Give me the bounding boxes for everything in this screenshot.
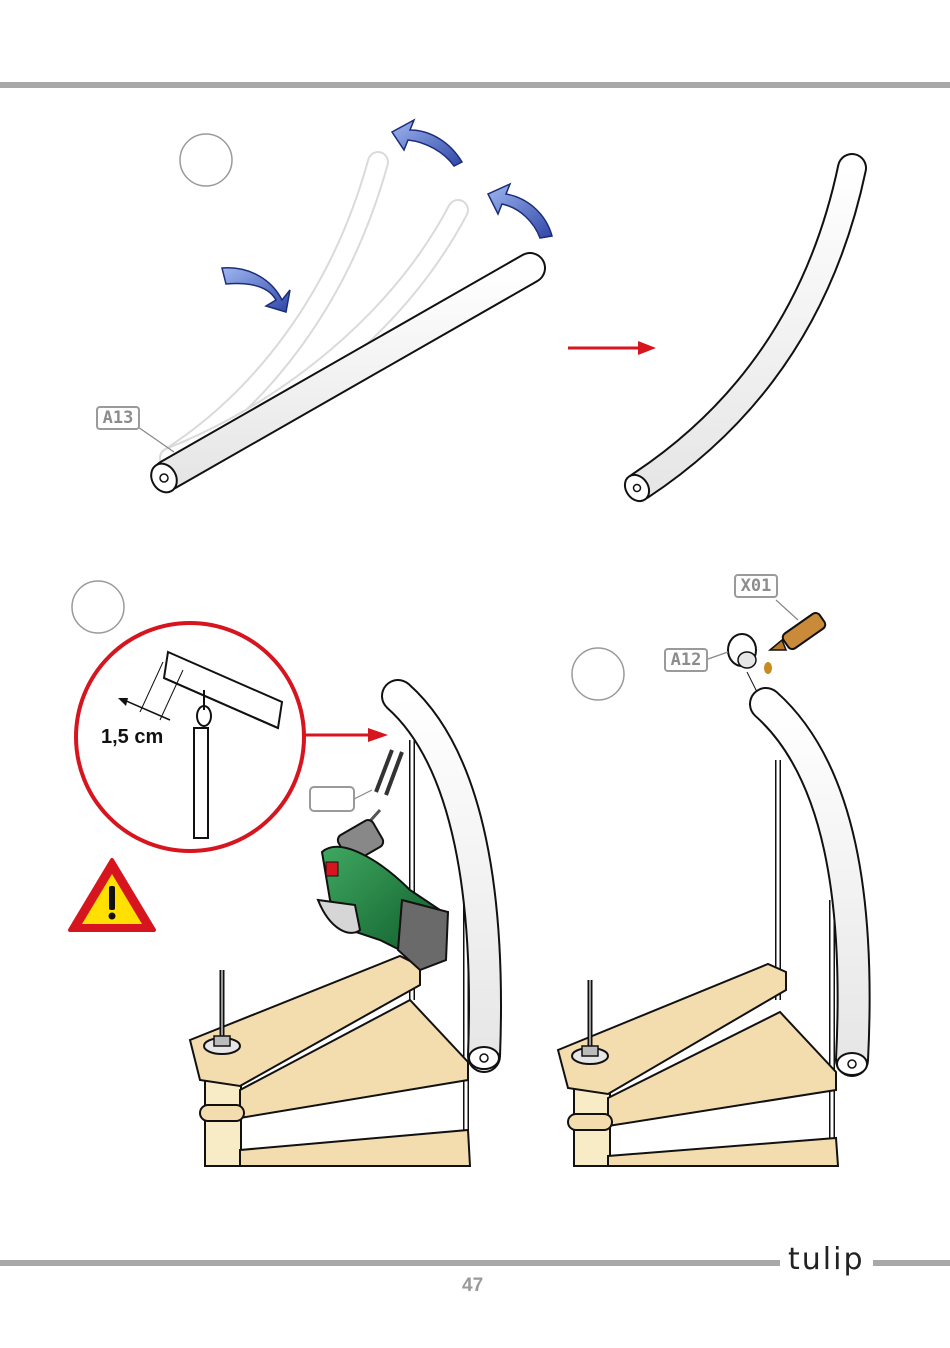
handrail-curved <box>620 168 852 506</box>
red-arrow-icon <box>568 341 656 355</box>
drill-icon <box>318 810 448 970</box>
staircase-right <box>558 704 867 1166</box>
step-circle-1 <box>180 134 232 186</box>
warning-icon <box>70 860 154 930</box>
screws <box>376 750 402 795</box>
step-circle-3 <box>572 648 624 700</box>
handrail-straight <box>146 268 530 497</box>
end-cap <box>708 634 757 692</box>
brand-logo: tulip <box>780 1242 873 1277</box>
glue-tube-icon <box>764 600 827 674</box>
page-number: 47 <box>462 1275 483 1297</box>
dimension-label: 1,5 cm <box>101 726 163 749</box>
part-label-a12: A12 <box>664 648 708 672</box>
part-label-a13: A13 <box>96 406 140 430</box>
screw-label-box <box>310 787 354 811</box>
step-circle-2 <box>72 581 124 633</box>
red-arrow-icon <box>304 728 388 742</box>
ghost-rails <box>170 162 458 458</box>
part-label-x01: X01 <box>734 574 778 598</box>
